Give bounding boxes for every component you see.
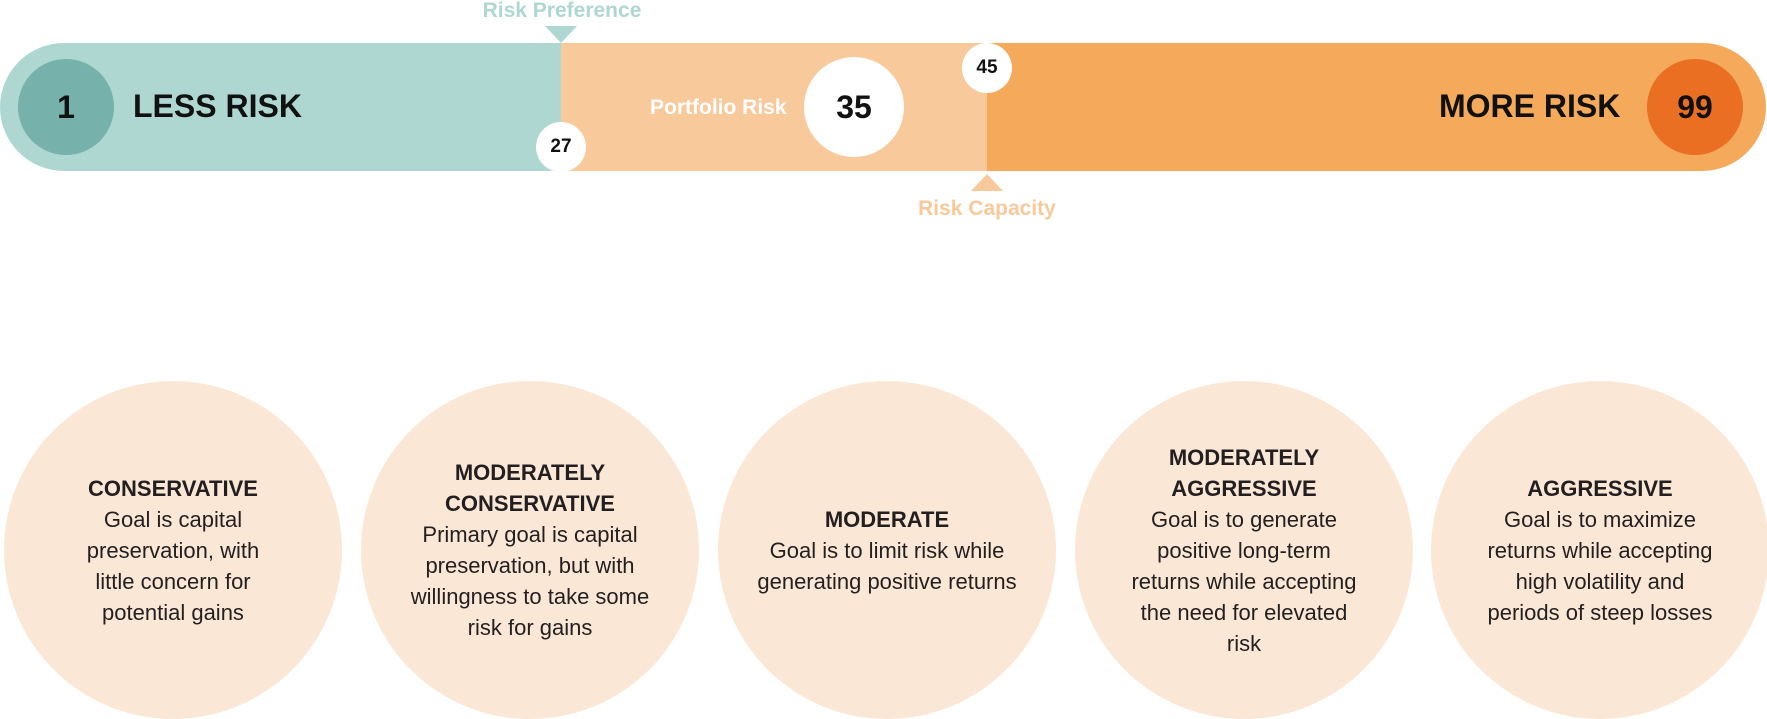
profile-description: Primary goal is capital preservation, bu… <box>410 522 650 640</box>
more-risk-label: MORE RISK <box>1439 88 1621 124</box>
high-risk-segment <box>987 43 1766 171</box>
risk-capacity-value: 45 <box>962 43 1012 93</box>
risk-capacity-label: Risk Capacity <box>918 197 1056 220</box>
profile-conservative: CONSERVATIVE Goal is capital preservatio… <box>4 381 342 719</box>
risk-preference-label: Risk Preference <box>482 0 642 22</box>
max-value-badge: 99 <box>1647 59 1743 155</box>
min-value-badge: 1 <box>18 59 114 155</box>
profile-title: MODERATELY AGGRESSIVE <box>1168 444 1320 501</box>
risk-preference-value: 27 <box>536 122 586 172</box>
profile-moderately-aggressive: MODERATELY AGGRESSIVE Goal is to generat… <box>1075 381 1413 719</box>
profile-title: CONSERVATIVE <box>88 475 258 501</box>
risk-preference-marker <box>545 26 577 43</box>
profile-moderately-conservative: MODERATELY CONSERVATIVE Primary goal is … <box>361 381 699 719</box>
profile-title: MODERATE <box>824 506 950 532</box>
risk-scale-bar <box>0 43 1766 171</box>
portfolio-risk-value: 35 <box>804 57 904 157</box>
profile-title: AGGRESSIVE <box>1527 475 1673 501</box>
profile-description: Goal is to limit risk while generating p… <box>757 537 1017 594</box>
profile-description: Goal is to maximize returns while accept… <box>1487 506 1713 625</box>
profile-description: Goal is capital preservation, with littl… <box>86 506 260 625</box>
profile-title: MODERATELY CONSERVATIVE <box>445 460 615 516</box>
mid-risk-segment <box>561 43 987 171</box>
less-risk-label: LESS RISK <box>133 88 302 124</box>
profile-description: Goal is to generate positive long-term r… <box>1131 506 1357 656</box>
profile-moderate: MODERATE Goal is to limit risk while gen… <box>718 381 1056 719</box>
portfolio-risk-label: Portfolio Risk <box>650 96 787 119</box>
risk-capacity-marker <box>971 174 1003 191</box>
profile-aggressive: AGGRESSIVE Goal is to maximize returns w… <box>1431 381 1767 719</box>
